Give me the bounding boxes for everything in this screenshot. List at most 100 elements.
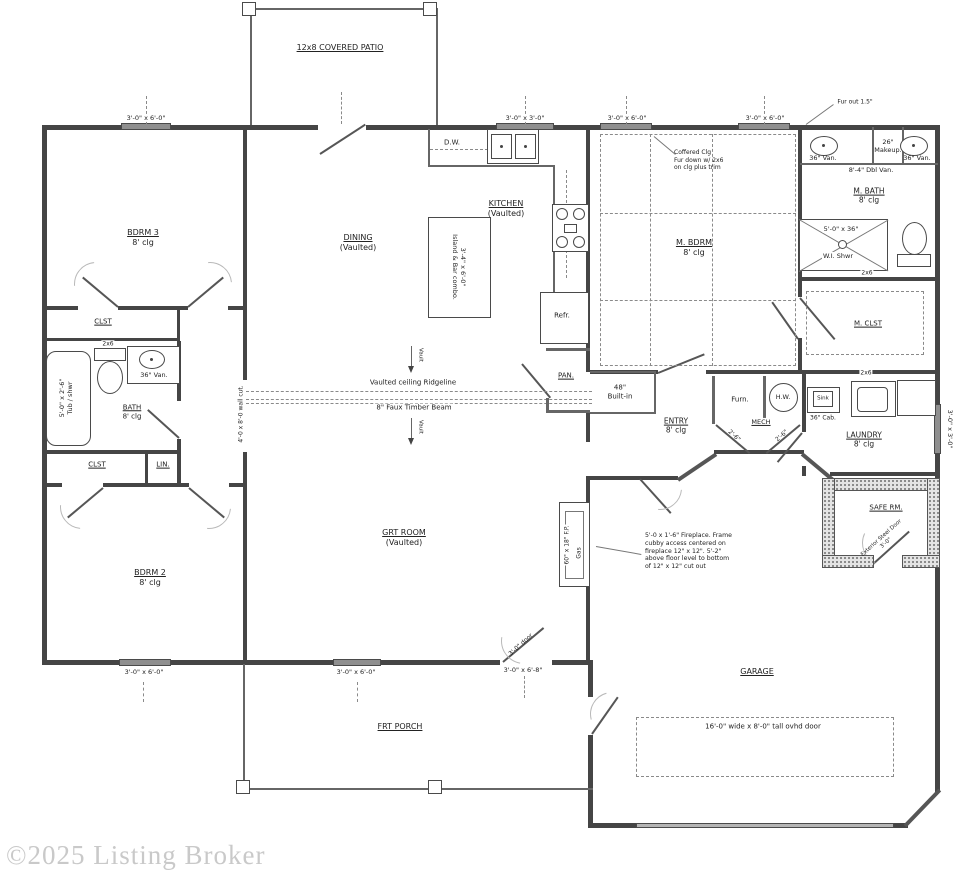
toilet-bowl [97,361,123,394]
sink-drain [822,144,825,147]
wall-garage-corner [903,788,942,828]
dishwasher-label: D.W. [444,138,460,147]
vault-label: Vault [417,420,424,434]
centerline [524,676,525,698]
wall-interior [586,476,678,480]
stove-burner [573,236,585,248]
wall-interior [145,452,148,485]
window-size-label: 3'-0" x 3'-0" [946,409,955,449]
porch-edge [243,664,245,790]
centerline [626,96,627,124]
centerline [357,682,358,702]
patio-wall [250,8,438,10]
room-label-clst: CLST [94,317,112,326]
porch-edge [243,788,593,790]
coffered-ceiling-grid [600,213,796,214]
sink-drain [912,144,915,147]
stove-burner [556,208,568,220]
pantry-wall [546,410,590,413]
front-door-size-label: 3'-0" x 6'-8" [502,665,544,674]
centerline [764,96,765,124]
room-label-safe-rm: SAFE RM. [869,503,903,512]
vault-label: Vault [417,348,424,362]
wall-interior [42,483,62,487]
stove-center [564,224,577,233]
wall-garage-left [588,735,593,828]
dryer [897,380,936,416]
island-label: 3'-4" x 6'-0"Island & Bar combo. [451,234,468,300]
patio-post [423,2,437,16]
safe-room-wall [902,555,940,568]
room-label-garage: GARAGE [740,667,774,676]
window [738,123,790,130]
wall-interior [42,306,78,310]
closet-shelf-outline [806,291,924,355]
wall-interior [118,306,188,310]
kitchen-island [428,217,491,318]
door-leaf [147,409,180,439]
leader-line [595,546,642,555]
wall-interior [177,439,181,485]
overhead-door-label: 16'-0" wide x 8'-0" tall ovhd door [705,722,821,731]
room-label-patio: 12x8 COVERED PATIO [296,43,384,52]
window-size-label: 3'-0" x 6'-0" [125,113,167,122]
refrigerator [540,292,589,344]
built-in-outline [590,371,656,373]
wall-garage-left [588,660,593,697]
toilet-tank [897,254,931,267]
wall-furn-closet [712,376,715,424]
double-vanity-label: 8'-4" Dbl Van. [848,165,894,174]
toilet-tank [94,348,126,361]
patio-wall [250,8,252,125]
shower-size-label: 5'-0" x 36" [822,224,860,233]
water-heater [769,383,798,412]
pantry-wall [546,398,549,413]
room-label-dining: DINING(Vaulted) [339,233,377,252]
tub-label: 5'-0" x 2'-6"Tub / shwr [57,378,74,418]
wall-furn-closet [763,376,766,424]
cabinet-label: 36" Cab. [810,414,836,422]
stud-label: 2x6 [860,269,874,277]
overhead-door-outline [636,717,894,777]
window-size-label: 3'-0" x 6'-0" [744,113,786,122]
fireplace-fuel-label: Gas [575,547,583,559]
wall-exterior-bottom [42,660,592,665]
vault-arrow [411,418,412,438]
sink-drain [150,358,153,361]
pantry-wall [546,348,590,351]
counter-edge [800,163,938,165]
coffered-ceiling-grid [650,134,651,366]
fireplace-size-label: 60" x 18" F.P. [563,524,571,566]
vanity-label: 36" Van. [809,153,837,162]
water-heater-label: H.W. [775,392,791,401]
makeup-counter-label: 26"Makeup. [874,137,902,154]
wall-interior [229,483,245,487]
vault-arrowhead [408,438,414,445]
wall-exterior-right [935,125,940,792]
safe-room-wall [822,555,874,568]
wall-interior [798,338,802,374]
coffered-ceiling-grid [600,300,796,301]
laundry-sink [813,391,833,407]
wall-interior [42,450,181,454]
wall-interior [798,277,938,281]
room-label-mclst: M. CLST [854,319,882,328]
room-label-frt-porch: FRT PORCH [377,722,423,731]
centerline [146,96,147,124]
counter-edge [428,129,430,167]
patio-wall [436,8,438,125]
porch-post [428,780,442,794]
wall-interior [228,306,245,310]
coffered-ceiling-grid [712,134,713,366]
ridgeline [246,391,592,392]
room-label-clst2: CLST [88,460,106,469]
window [934,404,941,454]
